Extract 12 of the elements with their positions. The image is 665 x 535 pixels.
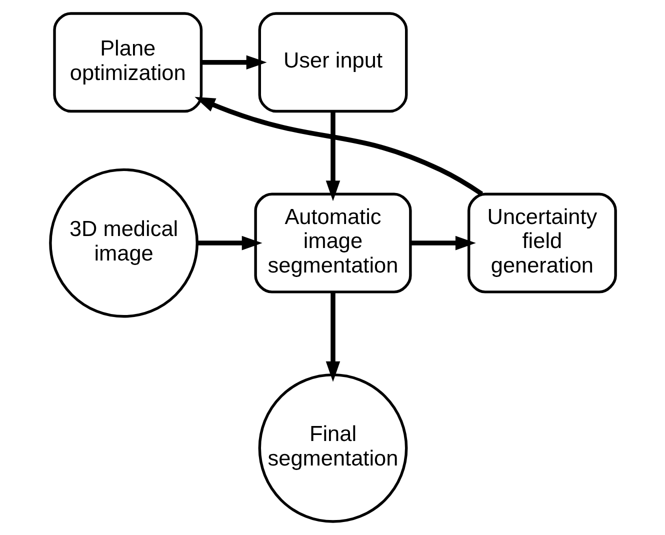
arrow xyxy=(410,236,476,250)
node-box: Automatic image segmentation xyxy=(254,192,412,294)
arrow xyxy=(325,111,340,202)
arrow xyxy=(325,292,340,382)
node-circle: Final segmentation xyxy=(258,373,408,523)
node-circle: 3D medical image xyxy=(48,168,198,318)
arrow xyxy=(196,236,262,250)
arrow xyxy=(201,55,266,70)
node-box: User input xyxy=(258,12,408,113)
node-box: Plane optimization xyxy=(52,12,202,113)
arrow xyxy=(194,96,483,196)
node-box: Uncertainty field generation xyxy=(467,192,616,294)
